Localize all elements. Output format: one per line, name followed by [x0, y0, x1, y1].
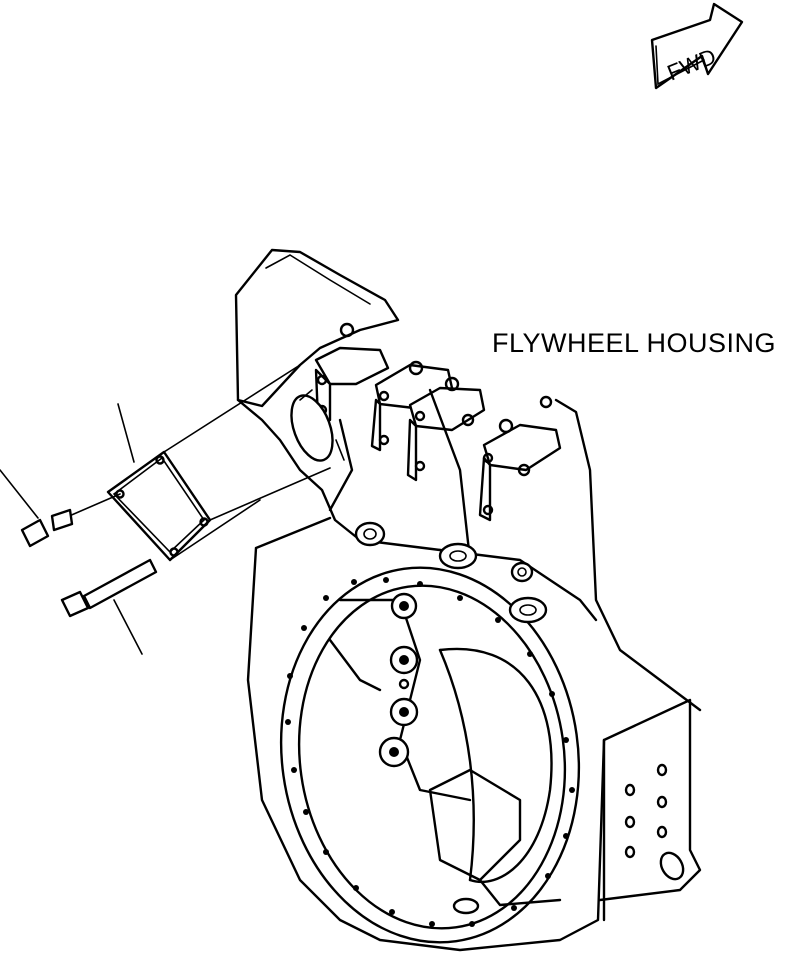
leader-line-gasket	[117, 403, 135, 463]
housing-upper	[234, 248, 702, 712]
bolt-long	[60, 558, 158, 655]
fwd-arrow-icon: FWD	[650, 2, 744, 90]
cover-plate	[106, 364, 331, 562]
flywheel-housing-label: FLYWHEEL HOUSING	[492, 328, 777, 358]
housing-bell	[246, 516, 702, 952]
bolt-short	[0, 469, 121, 548]
